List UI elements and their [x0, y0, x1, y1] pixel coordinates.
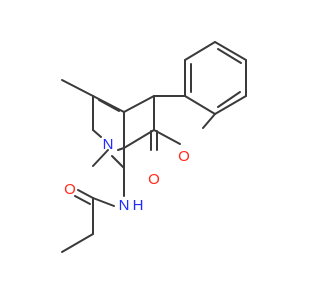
bond	[214, 95, 247, 115]
bond	[98, 99, 120, 112]
bond	[184, 95, 216, 115]
atom-n-amide: N	[119, 197, 130, 214]
bond	[184, 41, 216, 61]
bond	[153, 129, 181, 145]
molecule-canvas: N N H O O O	[61, 41, 247, 253]
atom-o-ring: O	[178, 148, 190, 165]
bond-layer	[61, 41, 247, 253]
atom-label-layer: N N H O O O	[64, 136, 190, 214]
bond	[214, 41, 247, 61]
atom-h-amide: H	[133, 197, 144, 214]
bond	[61, 233, 94, 253]
bond	[111, 155, 125, 169]
bond	[123, 129, 155, 149]
bond	[217, 91, 241, 108]
atom-o-amide-carbonyl: O	[64, 181, 76, 198]
bond	[61, 79, 94, 97]
bond	[123, 95, 155, 113]
atom-o-lactone-carbonyl: O	[148, 171, 160, 188]
bond	[92, 197, 115, 207]
bond	[117, 147, 125, 151]
bond	[217, 48, 242, 64]
molecule-structure: N N H O O O	[61, 41, 247, 253]
bond	[202, 113, 216, 129]
bond	[74, 195, 91, 205]
bond	[92, 129, 102, 138]
bond	[77, 189, 94, 199]
bond	[92, 149, 109, 167]
bond	[92, 95, 125, 113]
atom-n-pyridine: N	[103, 136, 114, 153]
